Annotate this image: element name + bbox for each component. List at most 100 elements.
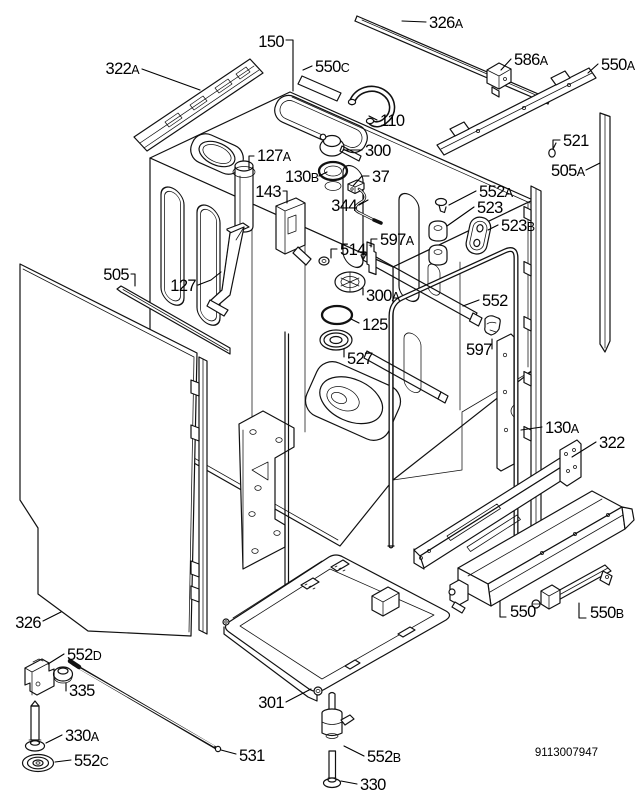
part-label-552: 552 <box>482 292 508 310</box>
leader-line-322 <box>571 441 597 458</box>
impeller-300a <box>334 271 366 293</box>
leader-line-523B <box>487 224 499 231</box>
part-label-505A: 505A <box>551 162 586 180</box>
part-label-143: 143 <box>255 183 281 201</box>
part-label-322: 322 <box>599 434 625 452</box>
leader-line-127 <box>197 271 222 286</box>
part-label-597A: 597A <box>380 231 415 249</box>
part-label-330: 330 <box>360 776 386 794</box>
leader-line-344 <box>358 199 369 206</box>
screw-330a <box>24 700 46 752</box>
leader-line-550B <box>578 602 587 619</box>
clip-597 <box>484 315 501 336</box>
vent-valve-300 <box>319 133 362 162</box>
leader-line-597A <box>370 238 378 248</box>
stud-552a <box>434 197 448 214</box>
part-label-531: 531 <box>239 747 265 765</box>
o-ring-125 <box>320 304 354 326</box>
rail-322 <box>413 439 582 570</box>
leader-line-552A <box>448 190 477 206</box>
leader-line-326 <box>42 611 62 622</box>
part-label-523B: 523B <box>501 217 535 235</box>
leader-line-550A <box>587 63 599 74</box>
part-label-326: 326 <box>15 614 41 632</box>
part-label-37: 37 <box>372 168 390 186</box>
ribbed-strip-550c <box>297 75 342 102</box>
washer-552c <box>21 753 55 773</box>
leader-line-37 <box>352 175 370 187</box>
leader-line-514 <box>330 248 338 259</box>
leader-line-301 <box>285 688 312 703</box>
trim-strip-505 <box>116 285 231 355</box>
part-label-326A: 326A <box>429 14 464 32</box>
seal-ring-130b <box>317 160 349 191</box>
part-label-586A: 586A <box>514 51 549 69</box>
leader-line-552B <box>343 745 365 757</box>
grommet-514 <box>318 256 330 266</box>
leader-line-330A <box>45 734 63 744</box>
screw-330 <box>322 750 342 789</box>
rod-531 <box>67 658 222 753</box>
tube-127a <box>232 160 256 233</box>
pin-521 <box>548 142 557 158</box>
leader-line-521 <box>552 139 561 149</box>
leader-line-150 <box>285 39 294 92</box>
grommets-523 <box>428 220 448 266</box>
part-label-527: 527 <box>347 350 373 368</box>
bracket-143 <box>275 197 312 266</box>
part-label-521: 521 <box>563 132 589 150</box>
leader-line-552C <box>54 759 72 763</box>
part-label-127: 127 <box>170 277 196 295</box>
part-label-335: 335 <box>69 682 95 700</box>
leader-line-127A <box>248 155 255 170</box>
base-front-550 <box>448 490 635 614</box>
leader-line-322A <box>141 68 201 91</box>
wire-344 <box>353 187 383 225</box>
part-label-330A: 330A <box>65 727 100 745</box>
part-label-150: 150 <box>258 33 284 51</box>
part-label-514: 514 <box>340 241 366 259</box>
grommet-335 <box>52 666 74 684</box>
leader-line-552 <box>462 299 480 307</box>
part-label-505: 505 <box>103 266 129 284</box>
leader-line-550 <box>499 600 507 618</box>
part-label-130B: 130B <box>285 168 319 186</box>
top-opening <box>274 94 368 154</box>
document-number: 9113007947 <box>535 747 598 759</box>
fill-hose-110 <box>347 85 396 128</box>
base-plate-301 <box>222 554 451 702</box>
leader-line-505 <box>130 273 136 287</box>
chute-127 <box>206 222 250 317</box>
leader-line-531 <box>220 749 237 755</box>
leader-line-523 <box>446 206 475 227</box>
leader-line-505A <box>585 162 601 171</box>
leader-line-552D <box>47 653 65 665</box>
leader-line-143 <box>282 190 288 204</box>
sump <box>304 361 402 441</box>
leader-line-326A <box>401 20 427 23</box>
rail-550b <box>531 564 613 610</box>
part-label-344: 344 <box>331 197 357 215</box>
leader-line-330 <box>340 780 358 785</box>
rail-552 <box>360 251 483 327</box>
part-label-550: 550 <box>510 603 536 621</box>
leader-line-550C <box>302 65 313 71</box>
part-label-110: 110 <box>380 112 405 130</box>
ring-nut-527 <box>319 329 353 351</box>
leader-line-130B <box>318 171 328 177</box>
bracket-586a <box>486 62 512 98</box>
part-label-301: 301 <box>258 694 284 712</box>
mounting-rail-322a <box>133 58 264 152</box>
bracket-rail-550a <box>436 67 597 156</box>
hinge-support-552d <box>24 658 55 696</box>
part-label-550C: 550C <box>315 58 350 76</box>
part-label-300A: 300A <box>366 287 401 305</box>
part-label-552B: 552B <box>367 748 401 766</box>
side-bracket-plate <box>496 333 515 472</box>
part-label-552A: 552A <box>479 183 514 201</box>
part-label-127A: 127A <box>257 147 292 165</box>
leader-line-586A <box>500 58 512 71</box>
rail-lower <box>363 350 449 404</box>
